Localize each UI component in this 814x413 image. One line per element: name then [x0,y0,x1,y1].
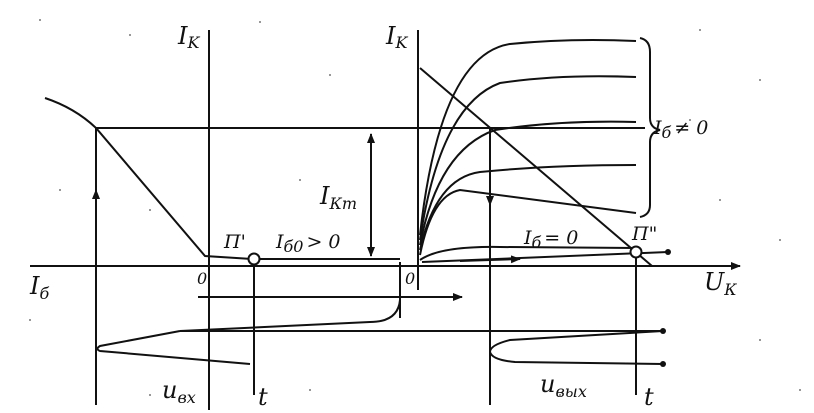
load-line [419,67,653,267]
zero-right-label: 0 [405,269,415,288]
right-ik-label: IK [385,22,408,52]
input-signal-label: uвх [162,376,196,407]
point-left-label: П' [223,231,246,253]
point-right-label: П" [631,223,657,245]
ib0-greater-label: Iб0> 0 [275,231,341,256]
uk-axis-label: UК [704,268,737,299]
time-right-label: t [644,383,654,411]
ib-axis-label: Iб [29,272,49,303]
output-curve-5 [419,75,637,241]
ikm-label: IКm [319,182,357,213]
ib-zero-label: Iб= 0 [523,227,578,252]
output-curve-1 [419,245,637,261]
input-signal-waveform [96,299,401,365]
transfer-characteristic-curve [44,97,400,260]
output-curve-6 [419,39,637,236]
ib-nonzero-label: Iб≠ 0 [653,117,708,142]
zero-left-label: 0 [197,269,207,288]
output-curve-2 [419,188,637,256]
background-dots [29,19,801,396]
output-signal-label: uвых [540,370,587,401]
output-curve-4 [419,120,637,246]
time-left-label: t [258,383,268,411]
left-ik-label: IK [177,22,200,52]
ib-nonzero-brace [639,37,661,218]
output-curve-3 [419,164,637,251]
operating-point-right [629,245,643,259]
operating-point-left [247,252,261,266]
output-signal-waveform [180,330,664,365]
